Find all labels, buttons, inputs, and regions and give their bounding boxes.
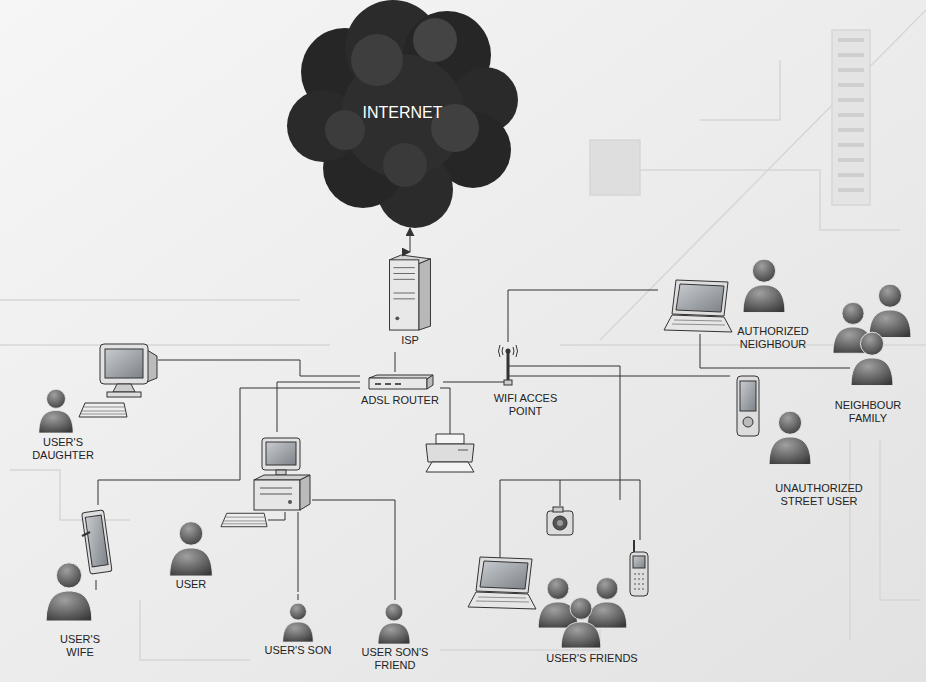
node-label: WIFI ACCES POINT xyxy=(486,392,565,418)
node-label: UNAUTHORIZED STREET USER xyxy=(760,482,878,508)
node-label: USER'S WIFE xyxy=(52,633,108,659)
wire xyxy=(96,580,97,590)
chip xyxy=(590,140,640,195)
network-link xyxy=(98,388,360,505)
chip-pins xyxy=(838,40,864,190)
cloud-label: INTERNET xyxy=(285,104,520,122)
node-label: USER'S DAUGHTER xyxy=(28,436,98,462)
camera xyxy=(547,507,573,535)
mobile-phone xyxy=(630,540,648,596)
node-label: USER xyxy=(168,578,214,591)
network-link xyxy=(168,360,360,376)
network-node: WIFI ACCES POINT xyxy=(478,342,573,424)
wire xyxy=(268,500,320,592)
network-link xyxy=(298,594,299,600)
wire xyxy=(478,366,573,382)
wire xyxy=(700,334,701,360)
network-node: USER'S WIFE xyxy=(40,505,120,670)
node-label: ADSL ROUTER xyxy=(360,394,440,407)
node-label: USER'S SON xyxy=(258,644,338,657)
person-icon xyxy=(769,411,811,464)
network-node: USER xyxy=(160,432,320,594)
network-link xyxy=(573,376,730,377)
monitor xyxy=(100,344,157,397)
network-node: NEIGHBOUR FAMILY xyxy=(818,275,918,435)
network-link xyxy=(443,382,478,383)
node-label: USER SON'S FRIEND xyxy=(352,646,438,672)
cloud-puff xyxy=(383,143,427,187)
network-link xyxy=(410,228,411,252)
pda xyxy=(737,376,759,436)
node-label: USER'S FRIENDS xyxy=(532,652,652,665)
node-label: NEIGHBOUR FAMILY xyxy=(823,399,913,425)
network-link xyxy=(700,360,818,368)
node-label: AUTHORIZED NEIGHBOUR xyxy=(728,325,818,351)
person-icon xyxy=(283,603,313,642)
cloud-puff xyxy=(325,110,365,150)
person-icon xyxy=(851,332,893,385)
person-icon xyxy=(39,389,73,433)
network-link xyxy=(277,382,360,432)
cloud-puff xyxy=(351,34,403,86)
desktop-pc xyxy=(254,438,310,510)
person-icon xyxy=(743,259,785,312)
network-link xyxy=(395,352,396,372)
network-link xyxy=(320,500,395,600)
tablet xyxy=(82,510,112,574)
circuit-trace xyxy=(850,440,920,640)
person-icon xyxy=(869,284,911,337)
circuit-decoration xyxy=(0,10,926,660)
laptop xyxy=(664,280,732,332)
network-node: USER SON'S FRIEND xyxy=(352,600,441,675)
laptop xyxy=(468,557,536,609)
person-icon xyxy=(378,603,410,644)
isp-server xyxy=(390,255,431,330)
wire xyxy=(500,480,640,558)
keyboard xyxy=(79,403,127,417)
cloud-puff xyxy=(413,18,457,62)
wire xyxy=(818,368,850,369)
network-link xyxy=(508,290,658,342)
person-icon xyxy=(170,522,213,576)
wire xyxy=(158,360,168,361)
network-link xyxy=(573,366,620,500)
network-node: ISP xyxy=(375,252,448,352)
printer xyxy=(426,434,474,472)
internet-cloud: INTERNET xyxy=(285,0,523,228)
chip-strip xyxy=(832,30,870,205)
device-wires xyxy=(96,334,850,592)
network-node: ADSL ROUTER xyxy=(360,372,443,418)
person-icon xyxy=(587,578,627,628)
network-node: USER'S SON xyxy=(258,600,341,670)
network-node: USER'S FRIENDS xyxy=(462,500,657,670)
person-icon xyxy=(561,598,601,648)
person-icon xyxy=(46,563,92,621)
wifi-antenna xyxy=(499,345,518,385)
keyboard xyxy=(221,513,267,526)
network-node: AUTHORIZED NEIGHBOUR xyxy=(658,245,821,360)
node-label: ISP xyxy=(375,334,445,347)
network-node: USER'S DAUGHTER xyxy=(28,340,168,470)
adsl-router xyxy=(369,375,433,389)
network-node: UNAUTHORIZED STREET USER xyxy=(730,372,881,512)
printer-wire xyxy=(440,388,450,434)
